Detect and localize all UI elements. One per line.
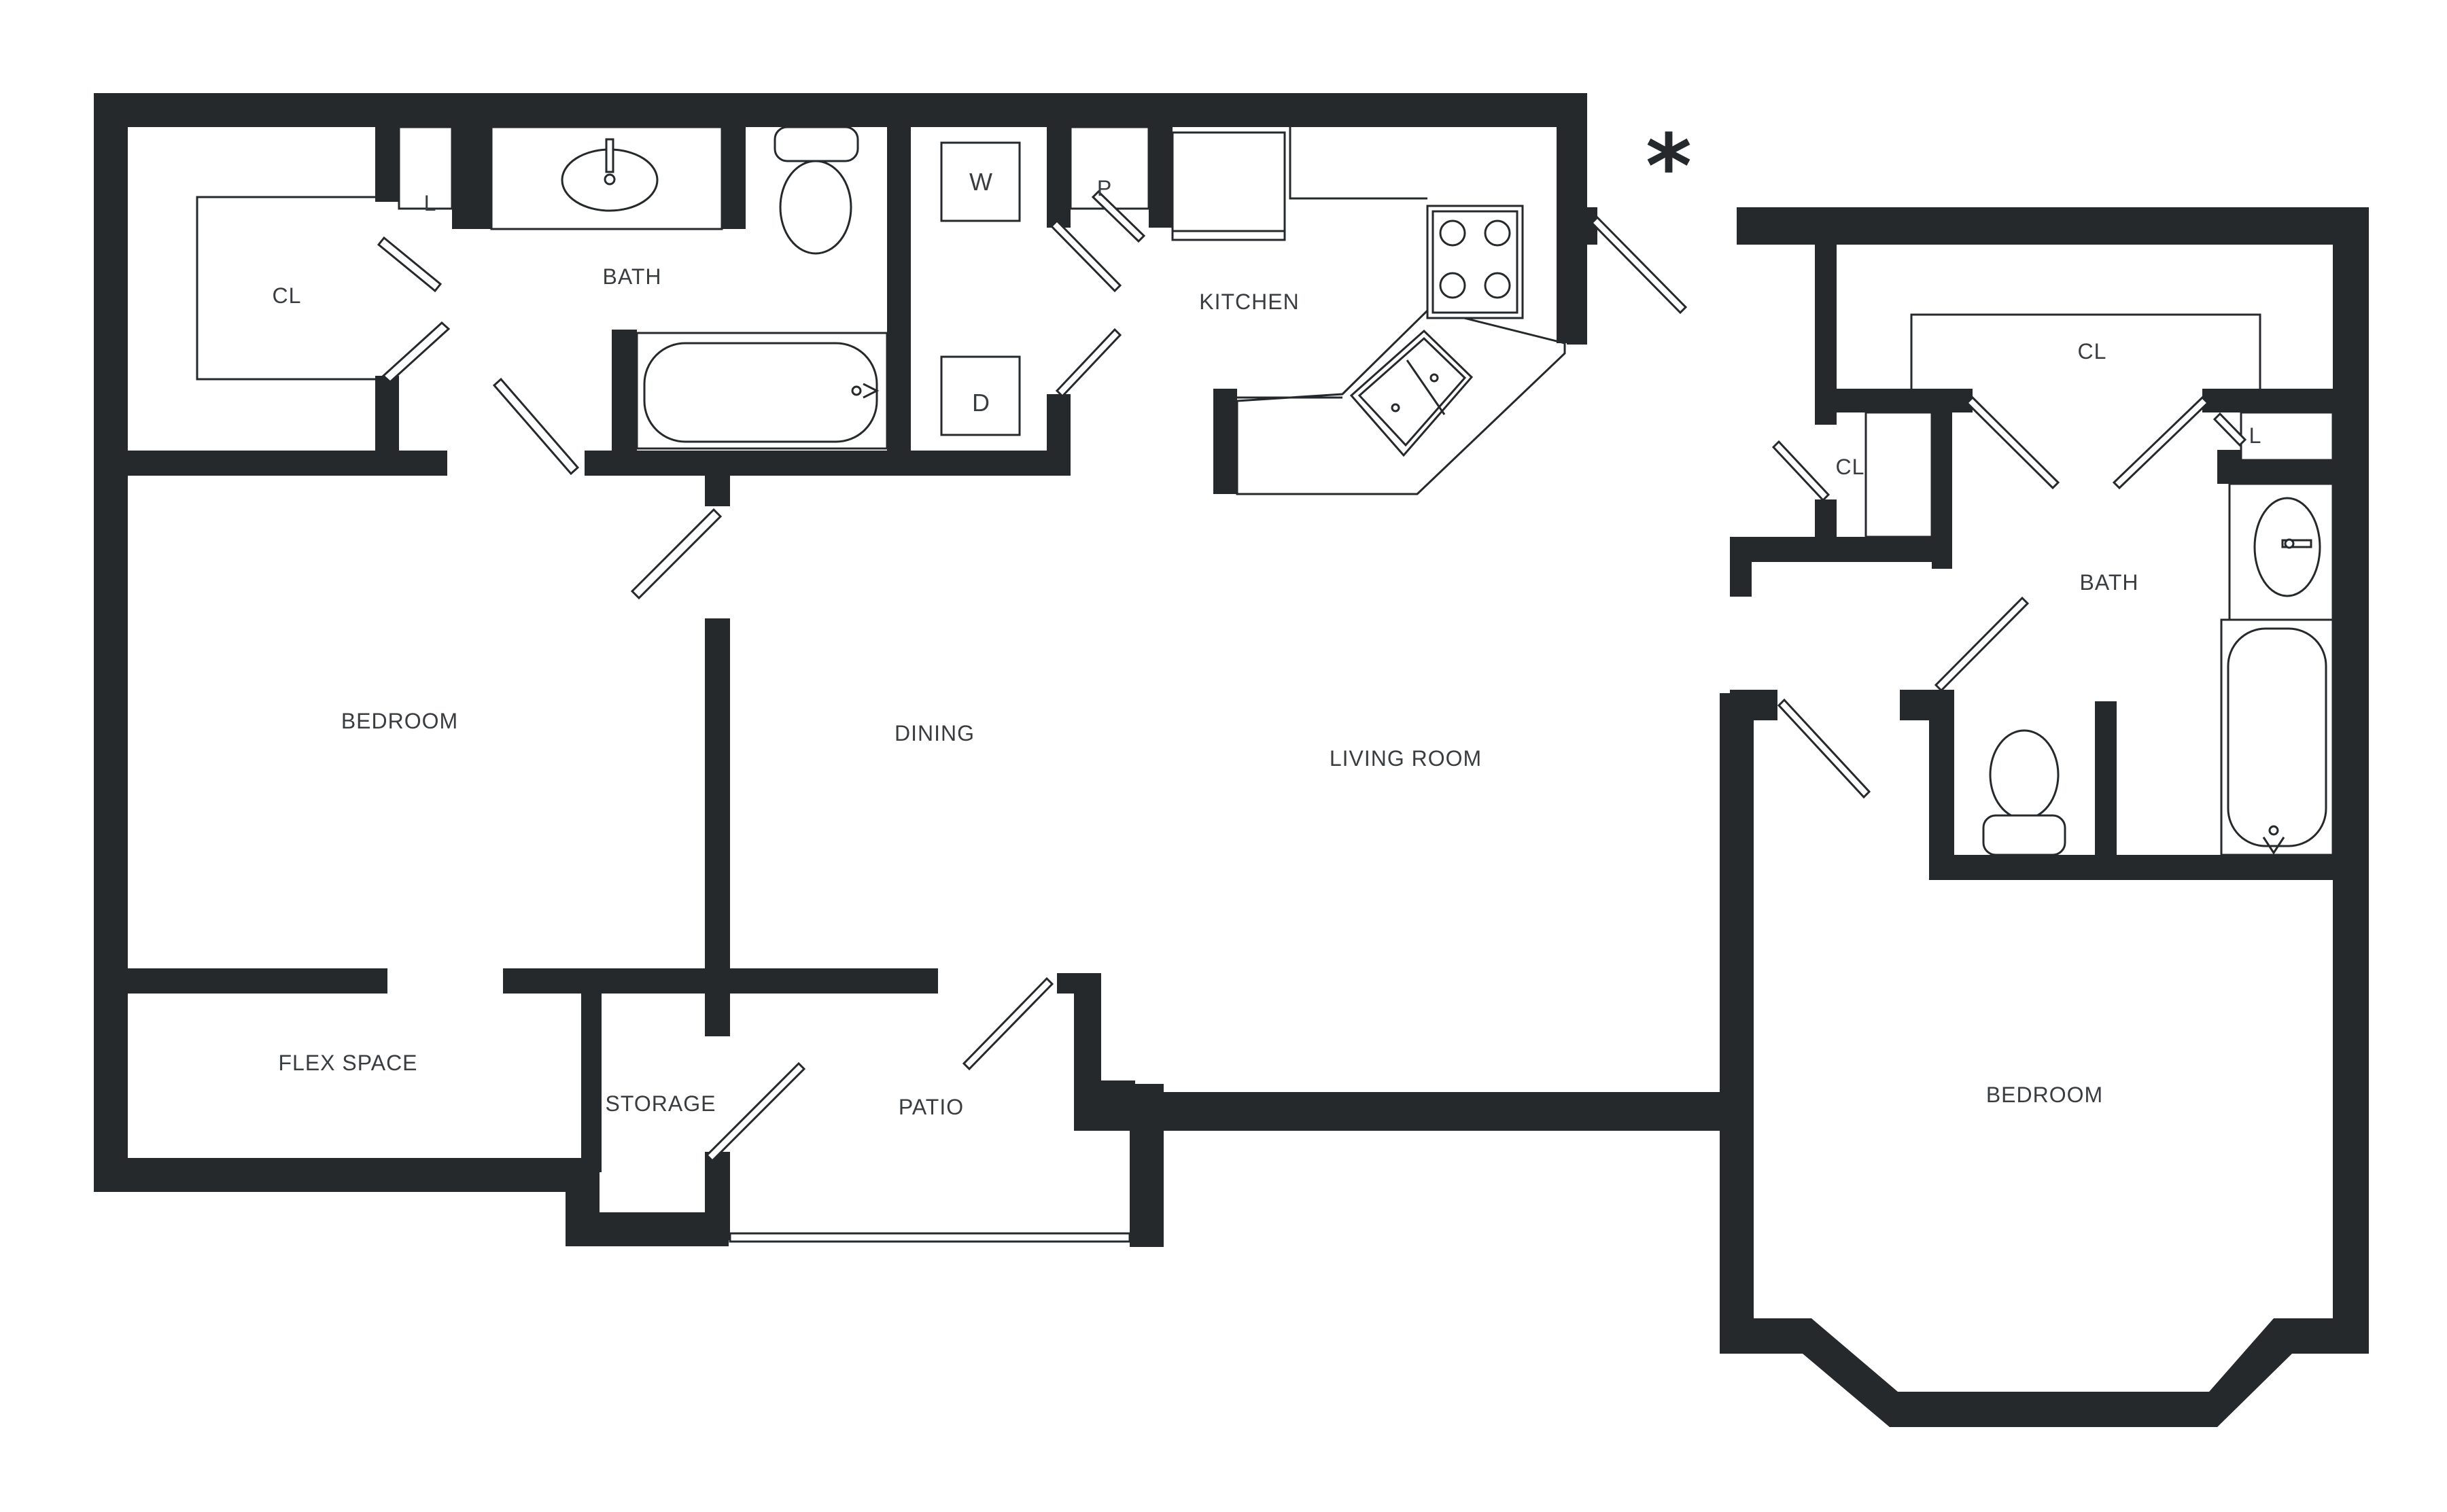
marker-asterisk: *	[1646, 115, 1692, 218]
room-label-cl-right-top: CL	[2078, 339, 2107, 364]
room-label-cl-left: CL	[273, 283, 302, 308]
room-label-flex-space: FLEX SPACE	[278, 1051, 417, 1075]
appliance-label-dryer: D	[972, 389, 990, 417]
walls	[94, 93, 2369, 1427]
room-label-bath-left: BATH	[603, 264, 662, 289]
room-label-bedroom-right: BEDROOM	[1986, 1083, 2103, 1107]
room-labels: * CL L BATH W D P KITCHEN BEDROOM DINING…	[273, 115, 2262, 1119]
room-label-bath-right: BATH	[2080, 570, 2139, 595]
room-label-patio: PATIO	[899, 1095, 964, 1119]
room-label-cl-right-small: CL	[1836, 455, 1865, 479]
room-label-living-room: LIVING ROOM	[1330, 746, 1482, 771]
appliance-label-washer: W	[969, 168, 992, 196]
room-label-dining: DINING	[895, 721, 975, 745]
room-label-linen-right: L	[2249, 423, 2262, 448]
doors	[377, 190, 2247, 1163]
room-label-pantry: P	[1097, 176, 1112, 200]
fixtures	[196, 126, 2334, 1243]
room-label-linen-left: L	[424, 191, 437, 215]
room-label-storage: STORAGE	[606, 1091, 716, 1116]
room-label-bedroom-left: BEDROOM	[341, 709, 458, 733]
room-label-kitchen: KITCHEN	[1199, 289, 1299, 314]
